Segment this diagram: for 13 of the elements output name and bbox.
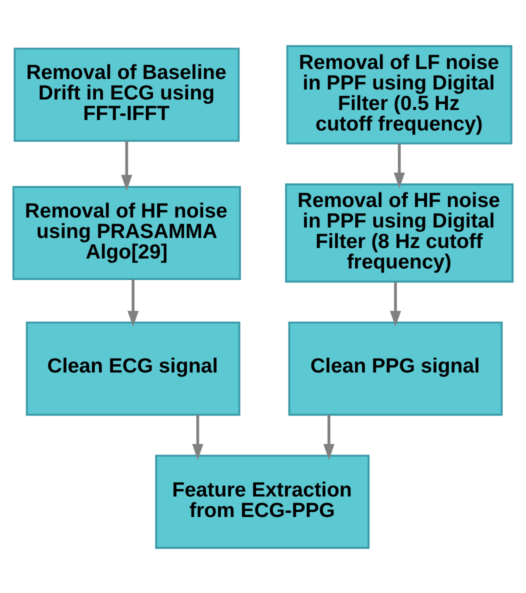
arrow (390, 281, 402, 326)
node-box: Removal of HF noise in PPF using Digital Filter (8 Hz cutoff frequency) (285, 182, 514, 282)
node-box: Clean PPG signal (288, 321, 503, 416)
arrow (121, 140, 132, 190)
arrow (394, 143, 405, 188)
arrow (128, 278, 139, 326)
node-box: Removal of HF noise using PRASAMMA Algo[29] (12, 185, 241, 280)
node-box: Removal of LF noise in PPF using Digital Filter (0.5 Hz cutoff frequency) (286, 44, 512, 144)
node-box: Clean ECG signal (26, 321, 240, 416)
node-box: Feature Extraction from ECG-PPG (155, 454, 370, 548)
node-box: Removal of Baseline Drift in ECG using FFT-IFFT (14, 47, 240, 142)
arrow (323, 414, 334, 460)
arrow (192, 414, 204, 460)
